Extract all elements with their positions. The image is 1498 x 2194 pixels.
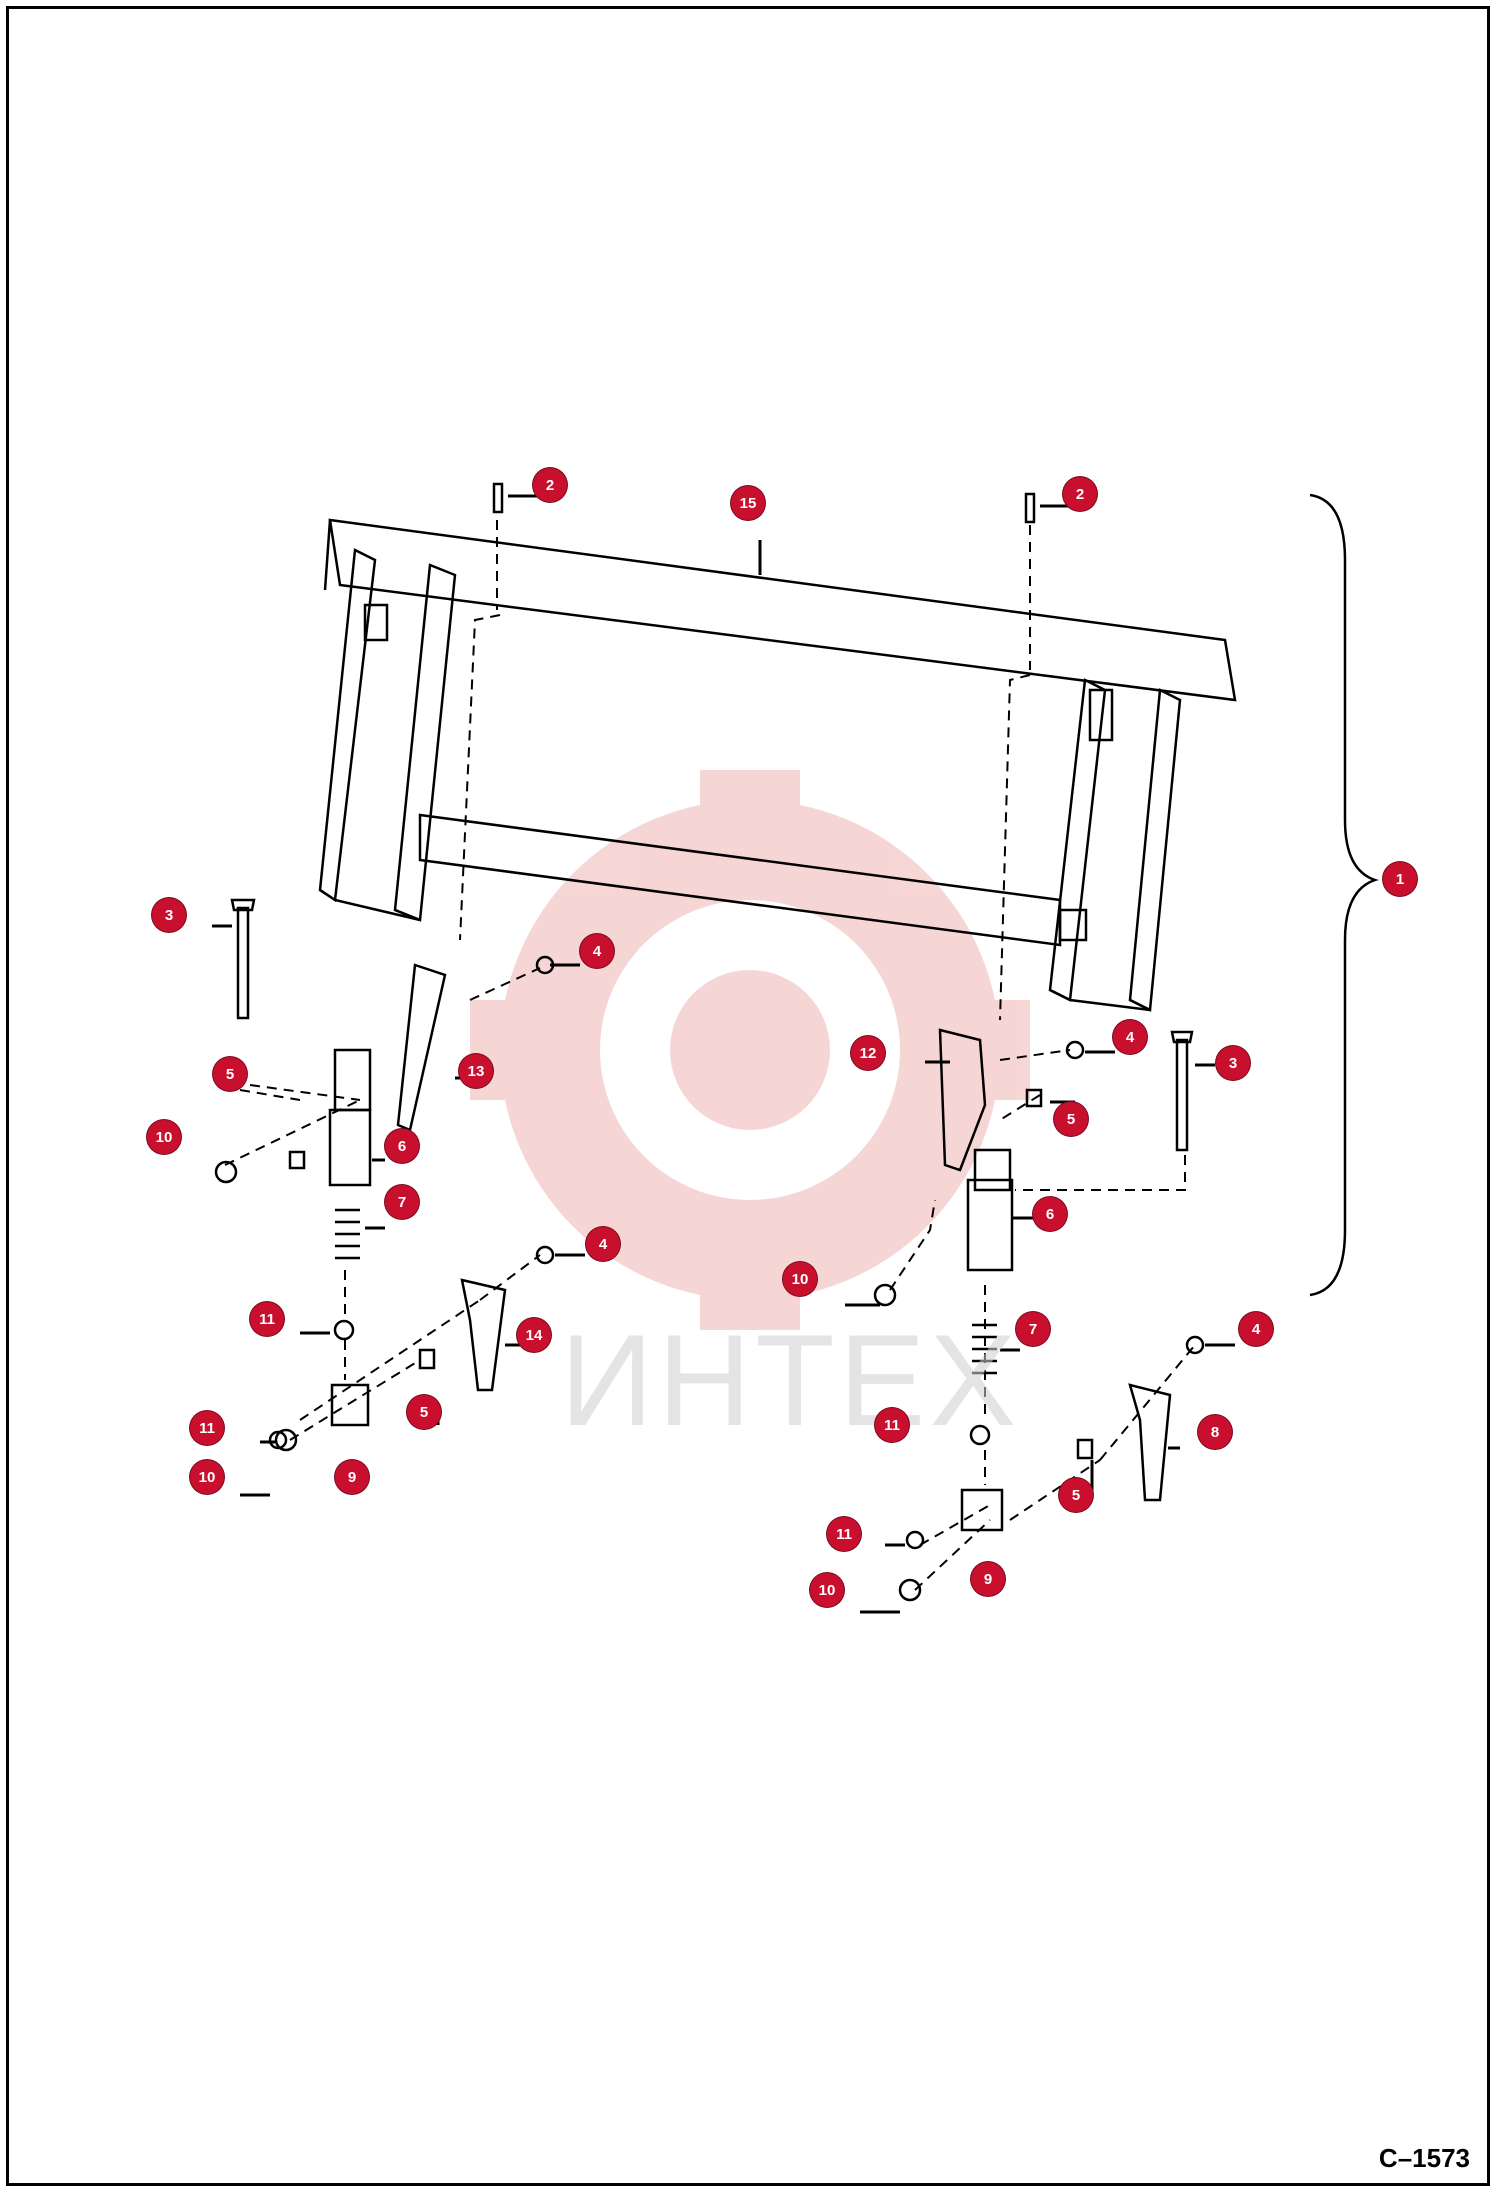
left-upright-outer <box>318 548 377 903</box>
bushing-left <box>328 1108 372 1187</box>
pin-right <box>1024 492 1036 524</box>
frame-lower-bar <box>418 813 1062 947</box>
callout-3-right[interactable]: 3 <box>1216 1046 1250 1080</box>
callout-11-upper-right[interactable]: 11 <box>875 1408 909 1442</box>
drawing-frame <box>6 6 1490 2186</box>
callout-11-upper-left[interactable]: 11 <box>250 1302 284 1336</box>
left-upright-inner <box>393 563 457 922</box>
callout-6-left[interactable]: 6 <box>385 1129 419 1163</box>
callout-3-left[interactable]: 3 <box>152 898 186 932</box>
left-hook <box>363 603 389 642</box>
right-upright-inner <box>1128 688 1182 1012</box>
callout-12[interactable]: 12 <box>851 1036 885 1070</box>
right-upright-outer <box>1048 678 1107 1002</box>
watermark-gear-icon <box>470 770 1030 1330</box>
callout-2-left[interactable]: 2 <box>533 468 567 502</box>
callout-7-left[interactable]: 7 <box>385 1185 419 1219</box>
watermark-text: ИНТЕХ <box>560 1307 1021 1453</box>
callout-11-lower-right[interactable]: 11 <box>827 1517 861 1551</box>
callout-2-right[interactable]: 2 <box>1063 477 1097 511</box>
pin-left <box>492 482 504 514</box>
callout-8[interactable]: 8 <box>1198 1415 1232 1449</box>
callout-13[interactable]: 13 <box>459 1054 493 1088</box>
callout-10-upper-right[interactable]: 10 <box>783 1262 817 1296</box>
frame-top-bar <box>328 518 1237 702</box>
callout-5-upper-left[interactable]: 5 <box>213 1057 247 1091</box>
callout-5-lower-right[interactable]: 5 <box>1059 1478 1093 1512</box>
lever-14 <box>460 1278 507 1392</box>
callout-10-lower-left[interactable]: 10 <box>190 1460 224 1494</box>
callout-9-right[interactable]: 9 <box>971 1562 1005 1596</box>
callout-10-lower-right[interactable]: 10 <box>810 1573 844 1607</box>
callout-5-lower-left[interactable]: 5 <box>407 1395 441 1429</box>
drawing-code: C–1573 <box>1378 2143 1470 2173</box>
latch-12 <box>938 1028 987 1172</box>
bolt-left <box>236 906 250 1020</box>
callout-1[interactable]: 1 <box>1383 862 1417 896</box>
latch-13 <box>396 963 447 1132</box>
spring-left <box>335 1208 360 1260</box>
right-hook <box>1088 688 1114 742</box>
bolt-right <box>1175 1038 1189 1152</box>
callout-6-right[interactable]: 6 <box>1033 1197 1067 1231</box>
callout-4-upper-left[interactable]: 4 <box>580 934 614 968</box>
callout-10-upper-left[interactable]: 10 <box>147 1120 181 1154</box>
callout-7-right[interactable]: 7 <box>1016 1312 1050 1346</box>
callout-5-upper-right[interactable]: 5 <box>1054 1102 1088 1136</box>
assembly-bracket <box>1309 493 1379 1297</box>
callout-11-lower-left[interactable]: 11 <box>190 1411 224 1445</box>
lever-8 <box>1128 1383 1172 1502</box>
callout-4-lower-left[interactable]: 4 <box>586 1227 620 1261</box>
callout-9-left[interactable]: 9 <box>335 1460 369 1494</box>
callout-4-lower-right[interactable]: 4 <box>1239 1312 1273 1346</box>
callout-15[interactable]: 15 <box>731 486 765 520</box>
bushing-right <box>966 1178 1014 1272</box>
callout-14[interactable]: 14 <box>517 1318 551 1352</box>
callout-4-upper-right[interactable]: 4 <box>1113 1020 1147 1054</box>
